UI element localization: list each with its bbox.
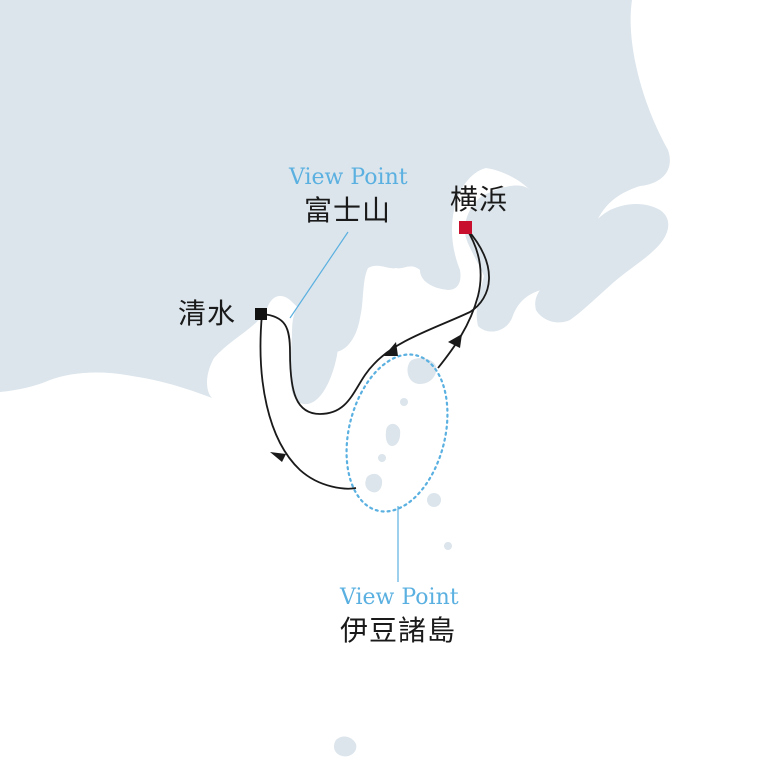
island-miyakejima bbox=[427, 493, 441, 507]
island-shikinejima bbox=[378, 454, 386, 462]
fuji-leader-line bbox=[289, 231, 349, 319]
route-arrow-icon bbox=[384, 342, 398, 356]
island-hachijojima bbox=[334, 736, 357, 757]
izu-label: 伊豆諸島 bbox=[340, 614, 457, 647]
yokohama-port-marker bbox=[459, 221, 472, 234]
island-kozushima bbox=[365, 473, 383, 493]
route-yokohama-to-shimizu bbox=[261, 227, 490, 415]
izu-peninsula bbox=[290, 303, 338, 405]
island-niijima bbox=[385, 423, 401, 446]
route-arrow-icon bbox=[448, 334, 462, 348]
izu-viewpoint-tag: View Point bbox=[340, 585, 459, 610]
route-arrow-icon bbox=[270, 452, 286, 462]
island-mikurajima bbox=[444, 542, 452, 550]
island-toshima bbox=[400, 398, 408, 406]
route-shimizu-to-yokohama bbox=[259, 313, 357, 490]
mainland bbox=[0, 0, 670, 398]
shimizu-label: 清水 bbox=[178, 297, 237, 330]
yokohama-label: 横浜 bbox=[450, 183, 509, 216]
izu-viewpoint-area bbox=[345, 353, 449, 513]
route-izu-to-yokohama bbox=[437, 227, 482, 369]
fuji-label: 富士山 bbox=[304, 194, 392, 227]
boso-peninsula bbox=[535, 204, 669, 323]
island-oshima bbox=[407, 358, 437, 384]
fuji-viewpoint-tag: View Point bbox=[289, 165, 408, 190]
shimizu-port-marker bbox=[255, 308, 267, 320]
